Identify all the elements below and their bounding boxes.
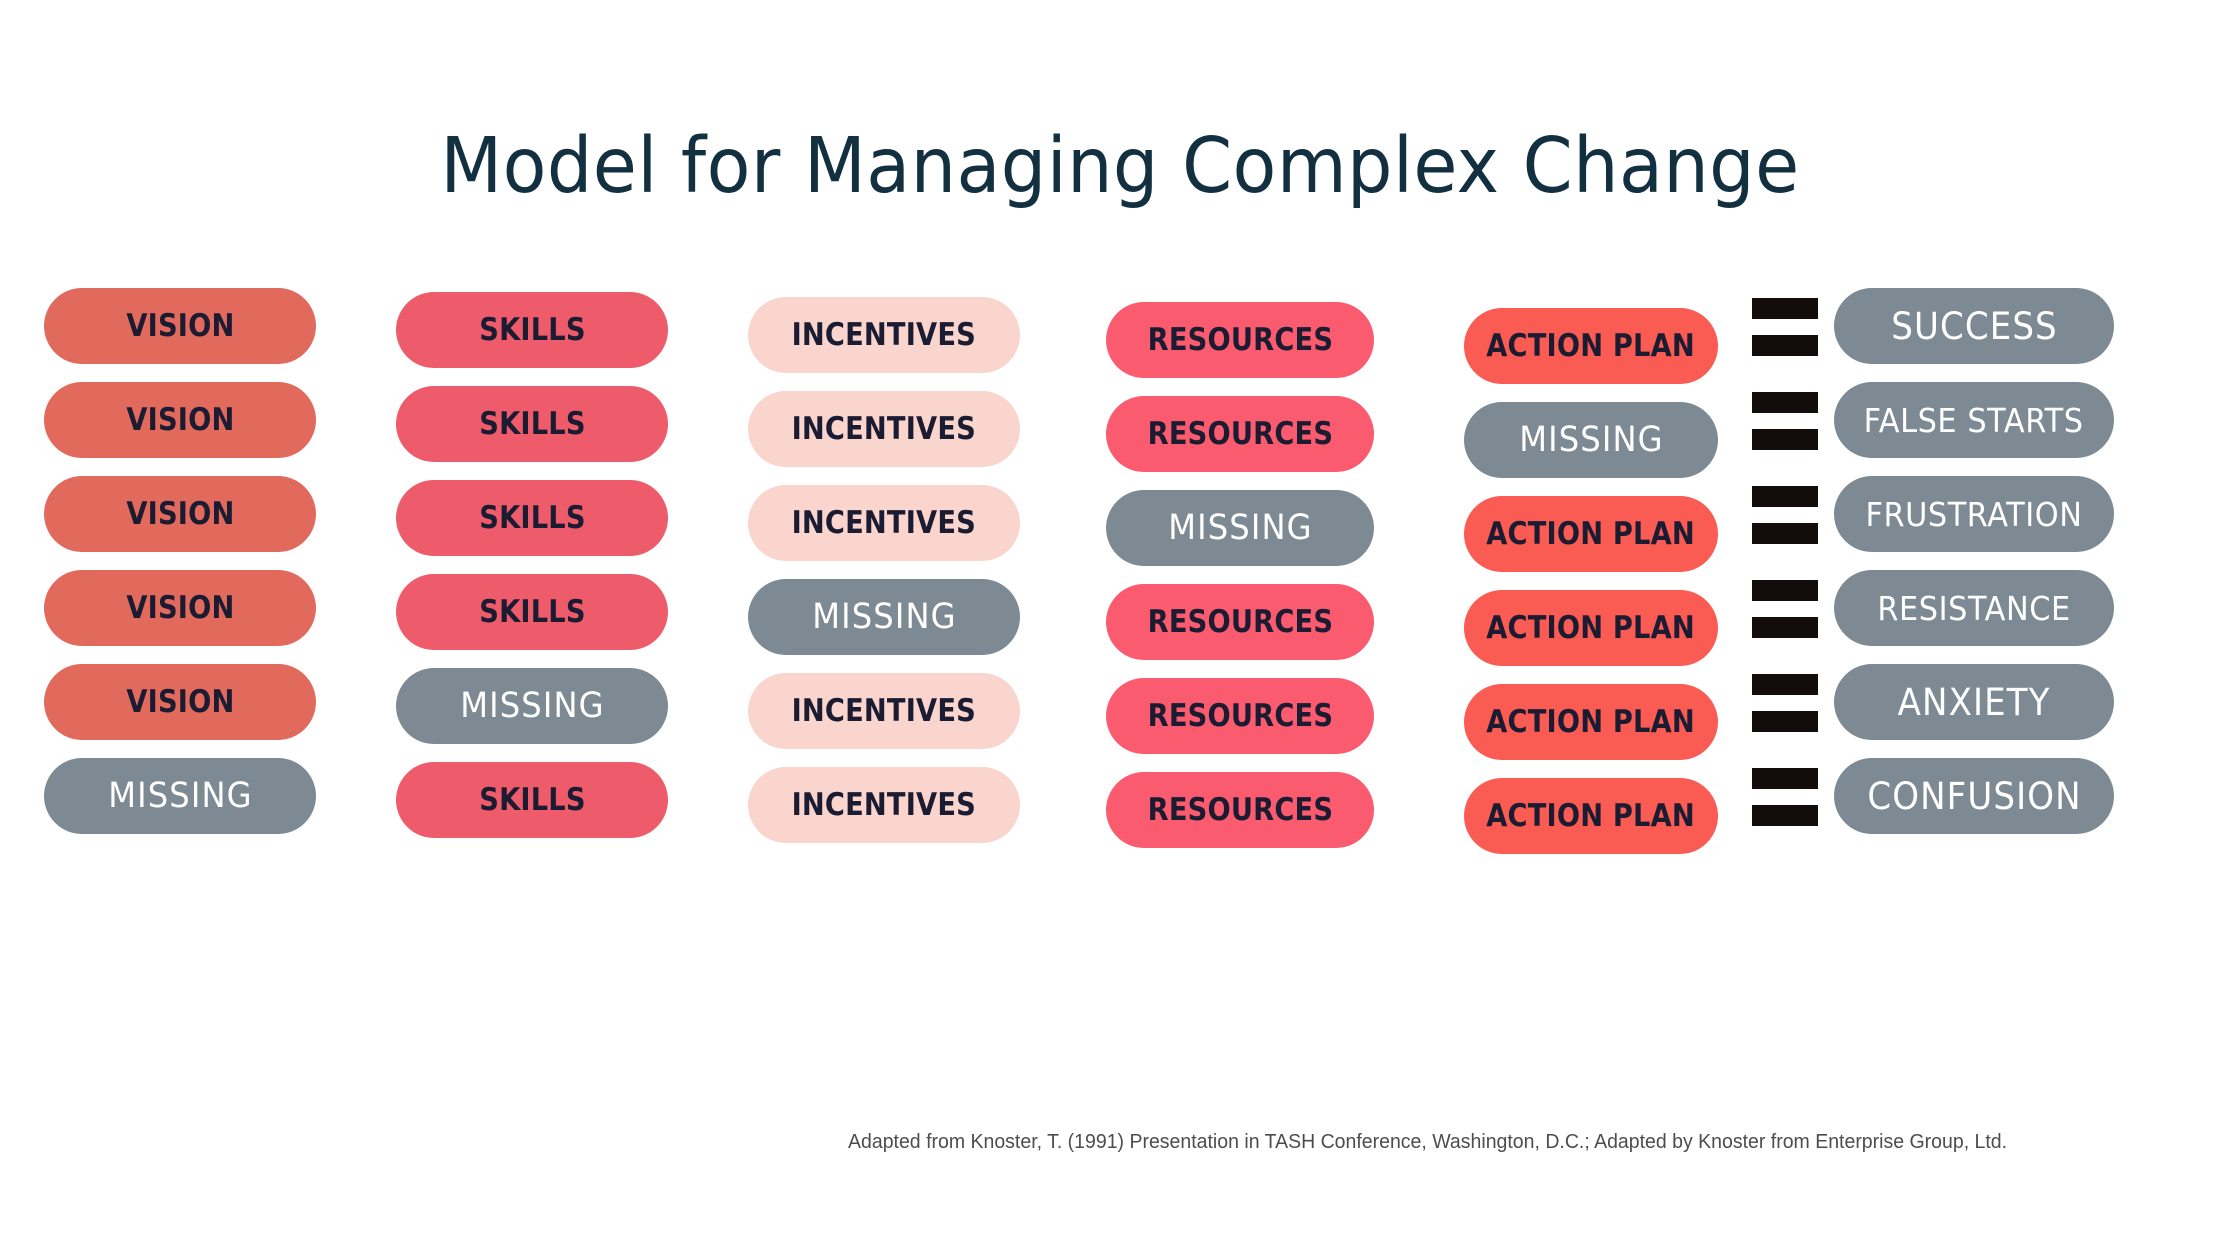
pill-label: MISSING [459,685,605,726]
pill-label: VISION [125,307,235,344]
pill-resources-row4[interactable]: RESOURCES [1106,584,1374,660]
pill-action_plan-row2[interactable]: MISSING [1464,402,1718,478]
equals-bar-top [1752,580,1818,601]
pill-skills-row3[interactable]: SKILLS [396,480,668,556]
pill-label: RESOURCES [1147,697,1333,734]
pill-vision-row1[interactable]: VISION [44,288,316,364]
pill-label: RESOURCES [1147,603,1333,640]
pill-label: ACTION PLAN [1486,327,1696,364]
equals-bar-top [1752,768,1818,789]
equals-sign-icon-row4 [1752,580,1818,638]
pill-action_plan-row4[interactable]: ACTION PLAN [1464,590,1718,666]
pill-resources-row1[interactable]: RESOURCES [1106,302,1374,378]
pill-label: ACTION PLAN [1486,515,1696,552]
pill-label: SKILLS [478,311,586,348]
equals-bar-bottom [1752,711,1818,732]
pill-resources-row6[interactable]: RESOURCES [1106,772,1374,848]
pill-label: ACTION PLAN [1486,797,1696,834]
pill-label: VISION [125,683,235,720]
pill-outcome-row5[interactable]: ANXIETY [1834,664,2114,740]
pill-vision-row6[interactable]: MISSING [44,758,316,834]
equals-bar-bottom [1752,805,1818,826]
pill-label: SKILLS [478,781,586,818]
pill-vision-row3[interactable]: VISION [44,476,316,552]
equals-bar-bottom [1752,523,1818,544]
pill-skills-row2[interactable]: SKILLS [396,386,668,462]
pill-label: RESOURCES [1147,415,1333,452]
pill-label: INCENTIVES [791,410,977,447]
pill-action_plan-row5[interactable]: ACTION PLAN [1464,684,1718,760]
outcome-label: RESISTANCE [1877,588,2071,628]
attribution-footnote: Adapted from Knoster, T. (1991) Presenta… [848,1131,2008,1153]
pill-outcome-row6[interactable]: CONFUSION [1834,758,2114,834]
pill-incentives-row2[interactable]: INCENTIVES [748,391,1020,467]
pill-vision-row2[interactable]: VISION [44,382,316,458]
pill-incentives-row1[interactable]: INCENTIVES [748,297,1020,373]
outcome-label: CONFUSION [1866,774,2082,818]
pill-label: VISION [125,495,235,532]
outcome-label: SUCCESS [1890,304,2058,348]
equals-sign-icon-row6 [1752,768,1818,826]
pill-label: RESOURCES [1147,791,1333,828]
pill-label: SKILLS [478,499,586,536]
pill-action_plan-row1[interactable]: ACTION PLAN [1464,308,1718,384]
pill-skills-row4[interactable]: SKILLS [396,574,668,650]
pill-label: VISION [125,589,235,626]
pill-label: MISSING [107,775,253,816]
pill-action_plan-row3[interactable]: ACTION PLAN [1464,496,1718,572]
pill-label: VISION [125,401,235,438]
outcome-label: ANXIETY [1897,680,2051,724]
equals-sign-icon-row3 [1752,486,1818,544]
pill-label: INCENTIVES [791,786,977,823]
pill-label: INCENTIVES [791,316,977,353]
equals-bar-top [1752,486,1818,507]
equals-bar-bottom [1752,429,1818,450]
pill-outcome-row1[interactable]: SUCCESS [1834,288,2114,364]
pill-incentives-row3[interactable]: INCENTIVES [748,485,1020,561]
pill-skills-row6[interactable]: SKILLS [396,762,668,838]
equals-bar-top [1752,298,1818,319]
pill-label: SKILLS [478,593,586,630]
pill-outcome-row2[interactable]: FALSE STARTS [1834,382,2114,458]
pill-vision-row4[interactable]: VISION [44,570,316,646]
pill-skills-row5[interactable]: MISSING [396,668,668,744]
pill-resources-row2[interactable]: RESOURCES [1106,396,1374,472]
pill-label: SKILLS [478,405,586,442]
pill-incentives-row5[interactable]: INCENTIVES [748,673,1020,749]
pill-incentives-row6[interactable]: INCENTIVES [748,767,1020,843]
pill-incentives-row4[interactable]: MISSING [748,579,1020,655]
equals-sign-icon-row1 [1752,298,1818,356]
equals-bar-top [1752,674,1818,695]
page-title: Model for Managing Complex Change [440,122,1800,211]
pill-outcome-row4[interactable]: RESISTANCE [1834,570,2114,646]
pill-label: MISSING [1167,507,1313,548]
pill-label: MISSING [1518,419,1664,460]
pill-label: ACTION PLAN [1486,609,1696,646]
pill-skills-row1[interactable]: SKILLS [396,292,668,368]
pill-resources-row3[interactable]: MISSING [1106,490,1374,566]
pill-label: INCENTIVES [791,692,977,729]
pill-outcome-row3[interactable]: FRUSTRATION [1834,476,2114,552]
outcome-label: FALSE STARTS [1863,400,2085,440]
pill-action_plan-row6[interactable]: ACTION PLAN [1464,778,1718,854]
pill-label: INCENTIVES [791,504,977,541]
equals-bar-top [1752,392,1818,413]
equals-sign-icon-row5 [1752,674,1818,732]
pill-resources-row5[interactable]: RESOURCES [1106,678,1374,754]
pill-label: MISSING [811,596,957,637]
pill-vision-row5[interactable]: VISION [44,664,316,740]
pill-label: RESOURCES [1147,321,1333,358]
outcome-label: FRUSTRATION [1865,494,2083,534]
equals-bar-bottom [1752,617,1818,638]
equals-bar-bottom [1752,335,1818,356]
equals-sign-icon-row2 [1752,392,1818,450]
pill-label: ACTION PLAN [1486,703,1696,740]
